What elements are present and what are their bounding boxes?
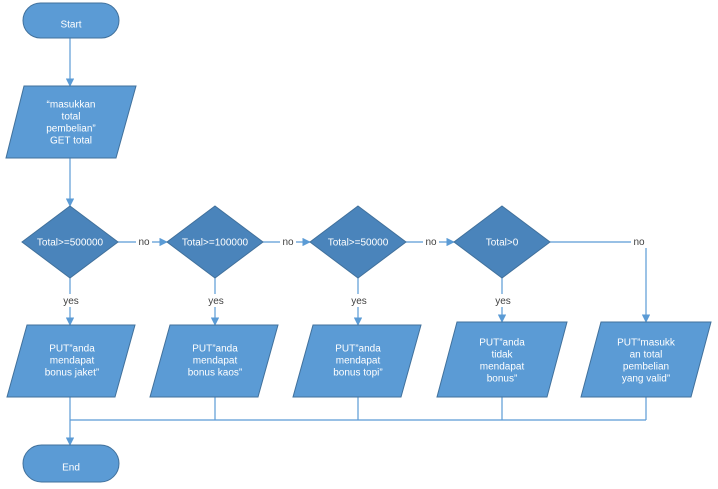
- output-1-label-line-2: mendapat: [50, 356, 95, 367]
- start-node: Start: [22, 2, 120, 39]
- decision-3-label-line-1: Total>=50000: [328, 238, 389, 249]
- output-5-parallelogram: [580, 321, 712, 398]
- decision-2-node: Total>=100000: [166, 205, 264, 279]
- decision-1-diamond: [21, 205, 119, 279]
- output-5-label-line-3: pembelian: [623, 362, 669, 373]
- output-2-label-line-2: mendapat: [193, 356, 238, 367]
- start-terminator: [22, 2, 120, 39]
- edge-label-yes-4: yes: [495, 296, 511, 307]
- output-4-label-line-2: tidak: [491, 350, 513, 361]
- decision-2-label-line-1: Total>=100000: [182, 238, 249, 249]
- input-parallelogram: [5, 85, 137, 159]
- output-2-parallelogram: [149, 324, 279, 398]
- decision-4-label: Total>0: [486, 238, 519, 249]
- decision-4-label-line-1: Total>0: [486, 238, 519, 249]
- edge-label-yes-1: yes: [63, 296, 79, 307]
- decision-4-diamond: [453, 205, 551, 279]
- output-1-parallelogram: [6, 324, 136, 398]
- output-1-label-line-1: PUT”anda: [49, 344, 95, 355]
- output-3-parallelogram: [292, 324, 422, 398]
- decision-3-diamond: [309, 205, 407, 279]
- edge-label-no-1: no: [138, 237, 150, 248]
- start-label-line-1: Start: [60, 20, 81, 31]
- decision-1-label: Total>=500000: [37, 238, 104, 249]
- output-4-label-line-4: bonus”: [487, 374, 518, 385]
- decision-1-label-line-1: Total>=500000: [37, 238, 104, 249]
- end-terminator: [22, 444, 120, 483]
- edge-label-no-2: no: [282, 237, 294, 248]
- output-5-label-line-2: an total: [630, 350, 663, 361]
- output-5-label-line-1: PUT”masukk: [617, 338, 676, 349]
- input-label-line-1: “masukkan: [47, 100, 96, 111]
- input-label-line-4: GET total: [50, 136, 92, 147]
- decision-3-node: Total>=50000: [309, 205, 407, 279]
- decision-1-node: Total>=500000: [21, 205, 119, 279]
- edge-label-no-4: no: [633, 237, 645, 248]
- output-4-parallelogram: [436, 321, 568, 398]
- output-3-label-line-2: mendapat: [336, 356, 381, 367]
- output-2-label-line-3: bonus kaos”: [188, 368, 242, 379]
- end-label: End: [62, 463, 80, 474]
- output-4-label-line-3: mendapat: [480, 362, 525, 373]
- output-5-label-line-4: yang valid”: [622, 374, 670, 385]
- end-node: End: [22, 444, 120, 483]
- decision-4-node: Total>0: [453, 205, 551, 279]
- output-4-label-line-1: PUT”anda: [479, 338, 525, 349]
- edge-labels: no no no no yes yes yes yes: [62, 235, 647, 307]
- input-label-line-2: total: [62, 112, 81, 123]
- decision-3-label: Total>=50000: [328, 238, 389, 249]
- output-2-label-line-1: PUT”anda: [192, 344, 238, 355]
- start-label: Start: [60, 20, 81, 31]
- output-1-label-line-3: bonus jaket”: [45, 368, 99, 379]
- edge-label-yes-2: yes: [208, 296, 224, 307]
- output-3-label-line-1: PUT”anda: [335, 344, 381, 355]
- connector-decision-4-to-output-5: [550, 241, 651, 323]
- edge-label-no-3: no: [425, 237, 437, 248]
- decision-2-label: Total>=100000: [182, 238, 249, 249]
- edge-label-yes-3: yes: [351, 296, 367, 307]
- input-label-line-3: pembelian”: [46, 124, 95, 135]
- decision-2-diamond: [166, 205, 264, 279]
- end-label-line-1: End: [62, 463, 80, 474]
- output-3-label-line-3: bonus topi”: [333, 368, 382, 379]
